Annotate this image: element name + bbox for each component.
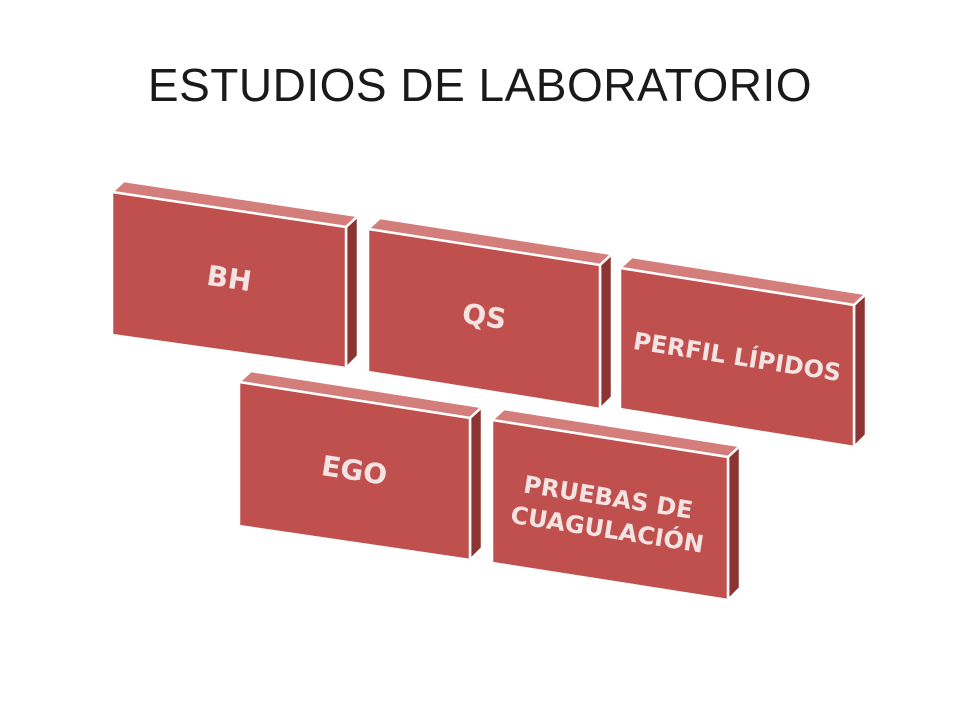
block-ego: EGO (237, 369, 484, 562)
block-ego-front (237, 380, 472, 562)
block-pruebas-coagulacion-front (490, 418, 730, 602)
block-pruebas-coagulacion: PRUEBAS DE CUAGULACIÓN (490, 407, 742, 602)
block-bh-side (344, 214, 360, 370)
slide-title: ESTUDIOS DE LABORATORIO (147, 59, 813, 111)
block-bh: BH (110, 179, 360, 370)
block-perfil-lipidos-front (618, 266, 856, 449)
block-pruebas-coagulacion-side (726, 444, 742, 602)
block-perfil-lipidos-side (852, 292, 868, 449)
block-qs-label: QS (460, 297, 508, 336)
block-qs: QS (366, 216, 614, 411)
block-perfil-lipidos: PERFIL LÍPIDOS (618, 255, 868, 449)
block-qs-side (598, 252, 614, 411)
block-bh-front (110, 190, 348, 370)
block-ego-side (468, 405, 484, 562)
block-qs-front (366, 227, 602, 411)
block-bh-label: BH (205, 259, 254, 298)
